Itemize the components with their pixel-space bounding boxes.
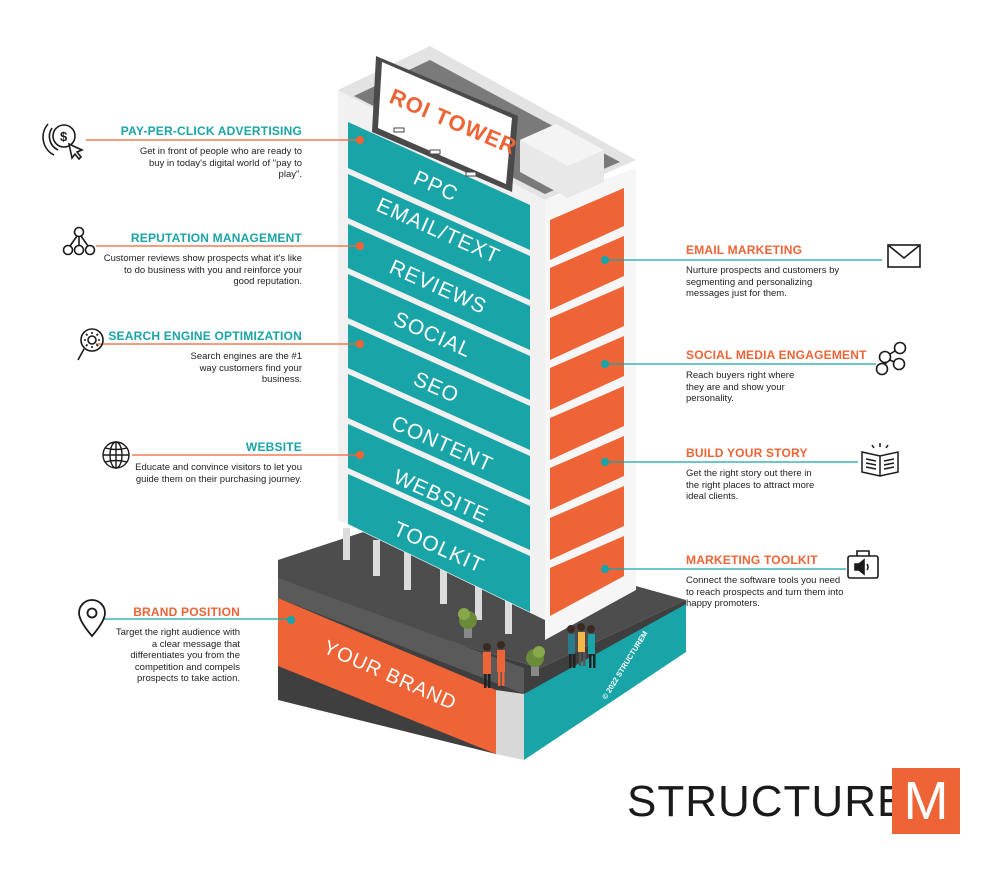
envelope-icon [887,244,921,268]
brand-position-title: BRAND POSITION [133,605,240,619]
plaza-side-teal [524,604,686,760]
right-floor-bands [550,188,624,616]
build-story-title: BUILD YOUR STORY [686,446,808,460]
build-story-desc: Get the right story out there in the rig… [686,468,815,502]
plants [458,608,545,676]
brand-position-desc: Target the right audience with a clear m… [115,627,240,684]
email-marketing-title: EMAIL MARKETING [686,243,803,257]
search-gear-icon [77,328,104,361]
reputation-desc: Customer reviews show prospects what it'… [103,253,302,287]
marketing-toolkit-title: MARKETING TOOLKIT [686,553,818,567]
logo-m-letter: M [903,771,949,831]
social-media-title: SOCIAL MEDIA ENGAGEMENT [686,348,867,362]
right-connectors [600,255,882,574]
reputation-title: REPUTATION MANAGEMENT [130,231,302,245]
columns [343,528,512,634]
people [483,623,596,688]
open-book-icon [861,443,899,477]
marketing-toolkit-desc: Connect the software tools you need to r… [686,575,844,609]
ppc-title: PAY-PER-CLICK ADVERTISING [120,124,302,138]
map-pin-icon [78,599,106,638]
floor-bands [348,122,530,612]
toolkit-icon [847,550,879,579]
email-marketing-desc: Nurture prospects and customers by segme… [686,265,840,299]
structurem-logo-word: STRUCTURE [627,777,908,826]
seo-title: SEARCH ENGINE OPTIMIZATION [108,329,302,343]
network-icon [62,226,96,256]
seo-desc: Search engines are the #1 way customers … [190,351,302,385]
left-connectors [86,135,365,460]
website-title: WEBSITE [245,440,302,454]
ppc-desc: Get in front of people who are ready to … [139,146,302,180]
share-nodes-icon [875,341,907,376]
structurem-logo-mark: M [892,768,960,834]
brand-base [278,598,496,754]
dollar-click-icon: $ [42,123,85,161]
website-desc: Educate and convince visitors to let you… [135,462,302,485]
left-connector-brand [104,615,296,625]
svg-text:$: $ [60,129,68,144]
globe-icon [102,441,130,469]
social-media-desc: Reach buyers right where they are and sh… [686,370,795,404]
